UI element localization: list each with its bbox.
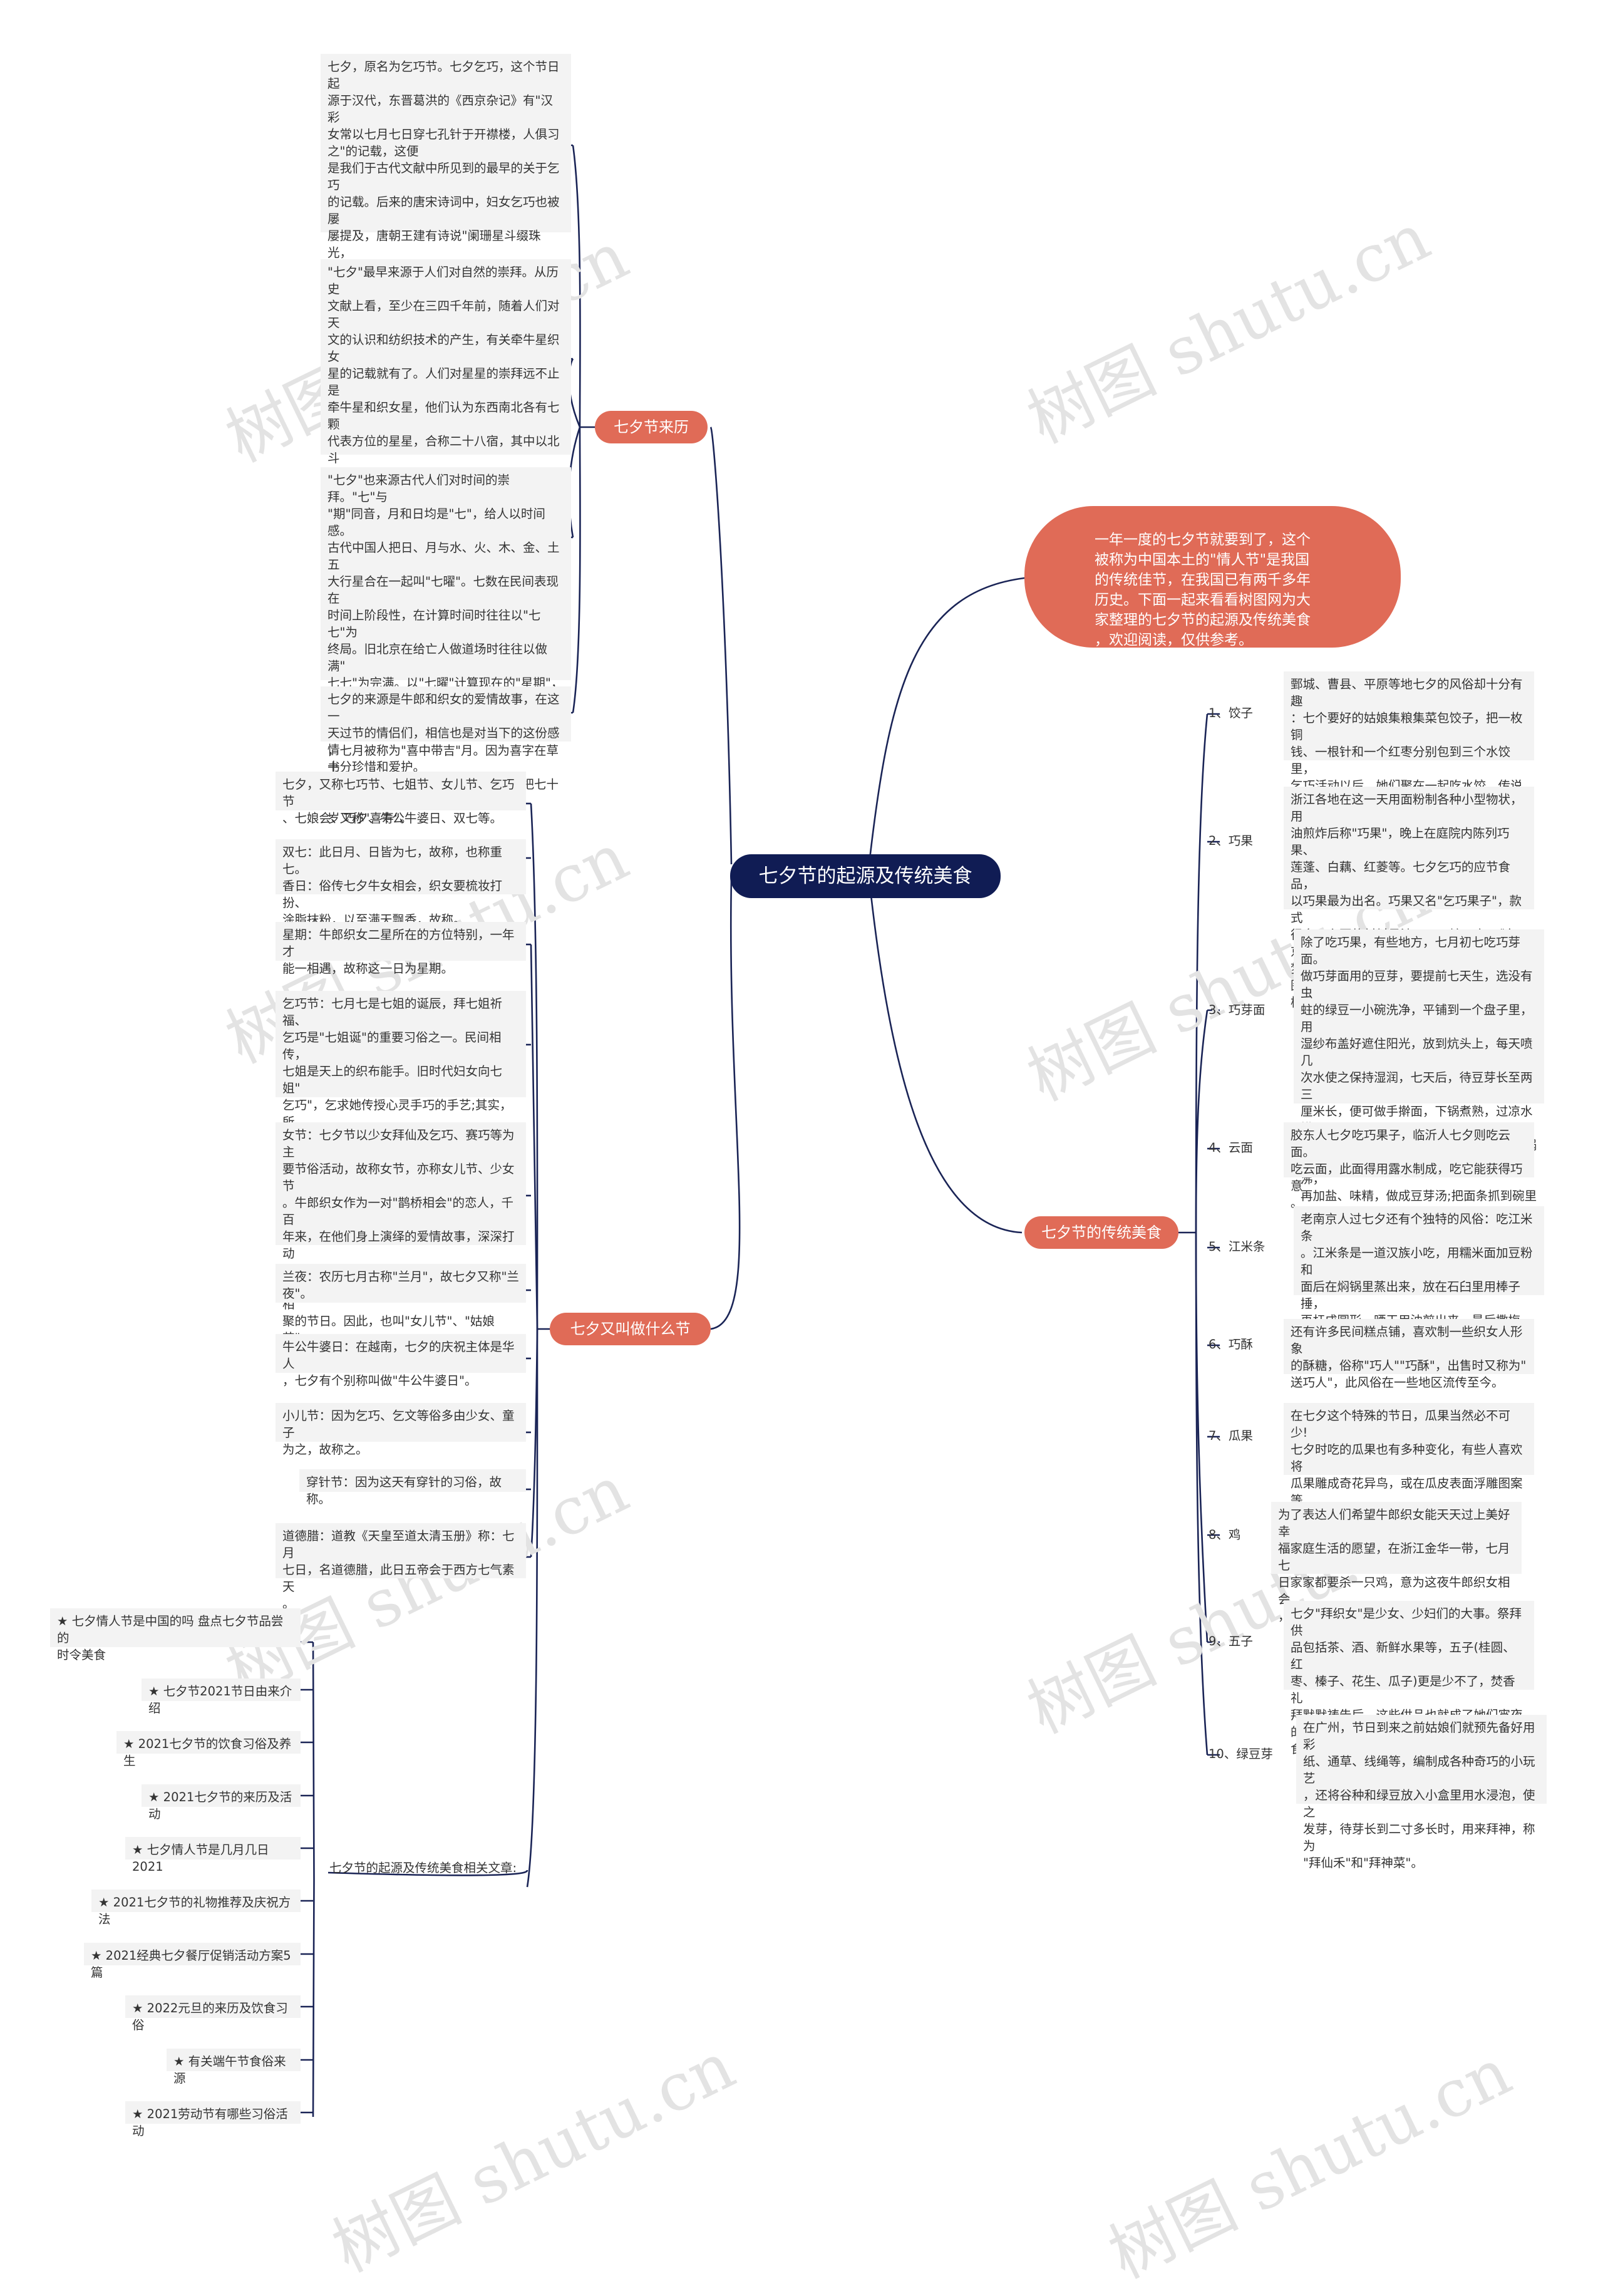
food-label: 5、江米条 [1209,1239,1265,1254]
names-text: 兰夜：农历七月古称"兰月"，故七夕又称"兰 夜"。 [276,1264,526,1303]
food-text: 老南京人过七夕还有个独特的风俗：吃江米条 。江米条是一道汉族小吃，用糯米面加豆粉… [1294,1206,1544,1362]
related-link[interactable]: ★ 2022元旦的来历及饮食习俗 [125,1995,301,2032]
names-text: 女节：七夕节以少女拜仙及乞巧、赛巧等为主 要节俗活动，故称女节，亦称女儿节、少女… [276,1122,526,1345]
food-label: 3、巧芽面 [1209,1003,1265,1017]
origin-text: "七夕"最早来源于人们对自然的崇拜。从历史 文献上看，至少在三四千年前，随着人们… [321,259,571,618]
branch-names[interactable]: 七夕又叫做什么节 [550,1313,711,1345]
names-text: 道德腊：道教《天皇至道太清玉册》称：七月 七日，名道德腊，此日五帝会于西方七气素… [276,1523,526,1611]
food-text: 除了吃巧果，有些地方，七月初七吃巧芽面。 做巧芽面用的豆芽，要提前七天生，选没有… [1294,929,1544,1220]
food-text: 浙江各地在这一天用面粉制各种小型物状，用 油煎炸后称"巧果"，晚上在庭院内陈列巧… [1284,787,1534,1010]
food-text: 鄄城、曹县、平原等地七夕的风俗却十分有趣 ：七个要好的姑娘集粮集菜包饺子，把一枚… [1284,671,1534,844]
origin-text: 七夕的来源是牛郎和织女的爱情故事，在这一 天过节的情侣们，相信也是对当下的这份感… [321,686,571,774]
names-text: 小儿节：因为乞巧、乞文等俗多由少女、童子 为之，故称之。 [276,1403,526,1457]
related-title: 七夕节的起源及传统美食相关文章: [329,1861,517,1875]
names-text: 双七：此日月、日皆为七，故称，也称重七。 香日：俗传七夕牛女相会，织女要梳妆打扮… [276,839,526,927]
food-label: 4、云面 [1209,1140,1253,1155]
food-label: 9、五子 [1209,1634,1253,1648]
root-node[interactable]: 七夕节的起源及传统美食 [730,854,1001,898]
names-text: 星期：牛郎织女二星所在的方位特别，一年才 能一相遇，故称这一日为星期。 [276,922,526,976]
related-link[interactable]: ★ 2021七夕节的礼物推荐及庆祝方法 [91,1890,301,1926]
related-link[interactable]: ★ 七夕节2021节日由来介绍 [142,1678,301,1715]
names-text: 乞巧节：七月七是七姐的诞辰，拜七姐祈福、 乞巧是"七姐诞"的重要习俗之一。民间相… [276,991,526,1180]
food-text: 在七夕这个特殊的节日，瓜果当然必不可少! 七夕时吃的瓜果也有多种变化，有些人喜欢… [1284,1403,1534,1524]
related-link[interactable]: ★ 2021劳动节有哪些习俗活动 [125,2101,301,2138]
names-text: 七夕，又称七巧节、七姐节、女儿节、乞巧节 、七娘会、巧夕、牛公牛婆日、双七等。 [276,772,526,825]
food-label: 10、绿豆芽 [1209,1747,1273,1761]
related-link[interactable]: ★ 七夕情人节是中国的吗 盘点七夕节品尝的 时令美食 [50,1608,301,1662]
intro-bubble[interactable]: 一年一度的七夕节就要到了，这个 被称为中国本土的"情人节"是我国 的传统佳节，在… [1024,506,1401,648]
branch-origin[interactable]: 七夕节来历 [595,411,708,443]
food-text: 还有许多民间糕点铺，喜欢制一些织女人形象 的酥糖，俗称"巧人""巧酥"，出售时又… [1284,1319,1534,1390]
food-label: 6、巧酥 [1209,1337,1253,1352]
food-text: 在广州，节日到来之前姑娘们就预先备好用彩 纸、通草、线绳等，编制成各种奇巧的小玩… [1296,1715,1547,1870]
food-label: 2、巧果 [1209,834,1253,848]
food-label: 7、瓜果 [1209,1429,1253,1443]
origin-text: "七夕"也来源古代人们对时间的崇拜。"七"与 "期"同音，月和日均是"七"，给人… [321,467,571,825]
related-link[interactable]: ★ 2021七夕节的饮食习俗及养生 [116,1731,301,1768]
related-link[interactable]: ★ 2021经典七夕餐厅促销活动方案5篇 [84,1943,301,1980]
food-label: 8、鸡 [1209,1528,1241,1542]
branch-food[interactable]: 七夕节的传统美食 [1024,1216,1178,1249]
related-link[interactable]: ★ 2021七夕节的来历及活动 [142,1784,301,1821]
food-text: 为了表达人们希望牛郎织女能天天过上美好幸 福家庭生活的愿望，在浙江金华一带，七月… [1271,1502,1522,1623]
food-text: 七夕"拜织女"是少女、少妇们的大事。祭拜供 品包括茶、酒、新鲜水果等，五子(桂圆… [1284,1601,1534,1756]
related-link[interactable]: ★ 有关端午节食俗来源 [167,2049,301,2086]
food-label: 1、饺子 [1209,706,1253,720]
origin-text: 七夕，原名为乞巧节。七夕乞巧，这个节日起 源于汉代，东晋葛洪的《西京杂记》有"汉… [321,54,571,378]
names-text: 牛公牛婆日：在越南，七夕的庆祝主体是华人 ，七夕有个别称叫做"牛公牛婆日"。 [276,1334,526,1388]
food-text: 胶东人七夕吃巧果子，临沂人七夕则吃云面。 吃云面，此面得用露水制成，吃它能获得巧… [1284,1122,1534,1210]
related-link[interactable]: ★ 七夕情人节是几月几日2021 [125,1837,301,1874]
names-text: 穿针节：因为这天有穿针的习俗，故称。 [299,1469,526,1506]
